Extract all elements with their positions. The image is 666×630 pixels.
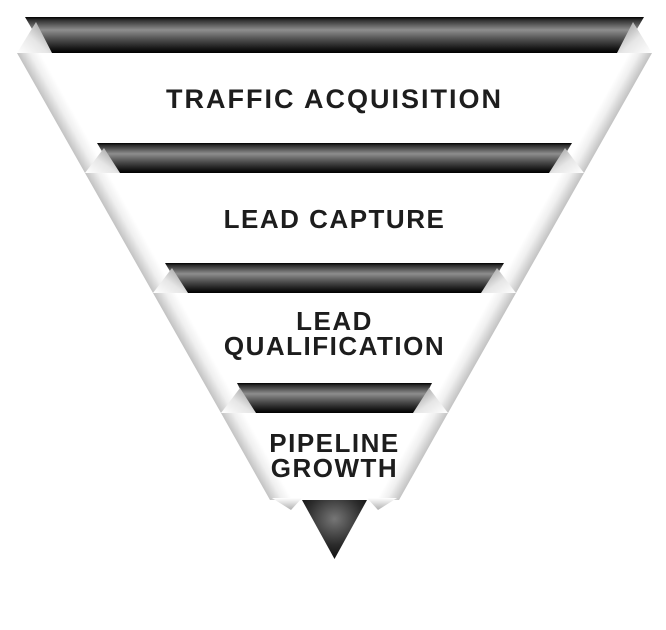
funnel-labels: TRAFFIC ACQUISITION LEAD CAPTURE LEAD QU… [166, 84, 503, 483]
funnel-label-3-line-1: LEAD [296, 306, 373, 336]
bottom-curl-left [272, 498, 302, 510]
funnel-label-4-line-1: PIPELINE [269, 428, 399, 458]
segment-edge-shade-left-3 [153, 293, 245, 413]
bottom-curl-right [367, 498, 397, 510]
segment-edge-shade-right-4 [375, 413, 448, 500]
ribbon-fold-right-1 [617, 22, 652, 53]
funnel-tip [302, 500, 367, 559]
ribbon-fold-left-2 [85, 148, 120, 173]
ribbon-fold-left-3 [153, 268, 188, 293]
ribbon-fold-left-4 [221, 388, 256, 413]
ribbon-fold-right-2 [549, 148, 584, 173]
funnel-band-1 [25, 17, 644, 53]
segment-edge-shade-left-4 [221, 413, 294, 500]
segment-edge-shade-left-2 [85, 173, 177, 293]
funnel-band-4 [237, 383, 432, 413]
segment-edge-shade-right-3 [424, 293, 516, 413]
ribbon-folds [17, 22, 652, 413]
funnel-label-3-line-2: QUALIFICATION [224, 331, 445, 361]
funnel-label-4-line-2: GROWTH [271, 453, 398, 483]
ribbon-fold-right-3 [481, 268, 516, 293]
funnel-label-1: TRAFFIC ACQUISITION [166, 84, 503, 114]
segment-edge-shade-right-1 [560, 53, 652, 173]
ribbon-fold-right-4 [413, 388, 448, 413]
funnel-label-2: LEAD CAPTURE [224, 204, 446, 234]
segment-edge-shade-right-2 [492, 173, 584, 293]
funnel-band-3 [165, 263, 504, 293]
funnel-band-2 [97, 143, 572, 173]
ribbon-fold-left-1 [17, 22, 52, 53]
segment-edge-shade-left-1 [17, 53, 109, 173]
funnel-bands [25, 17, 644, 413]
